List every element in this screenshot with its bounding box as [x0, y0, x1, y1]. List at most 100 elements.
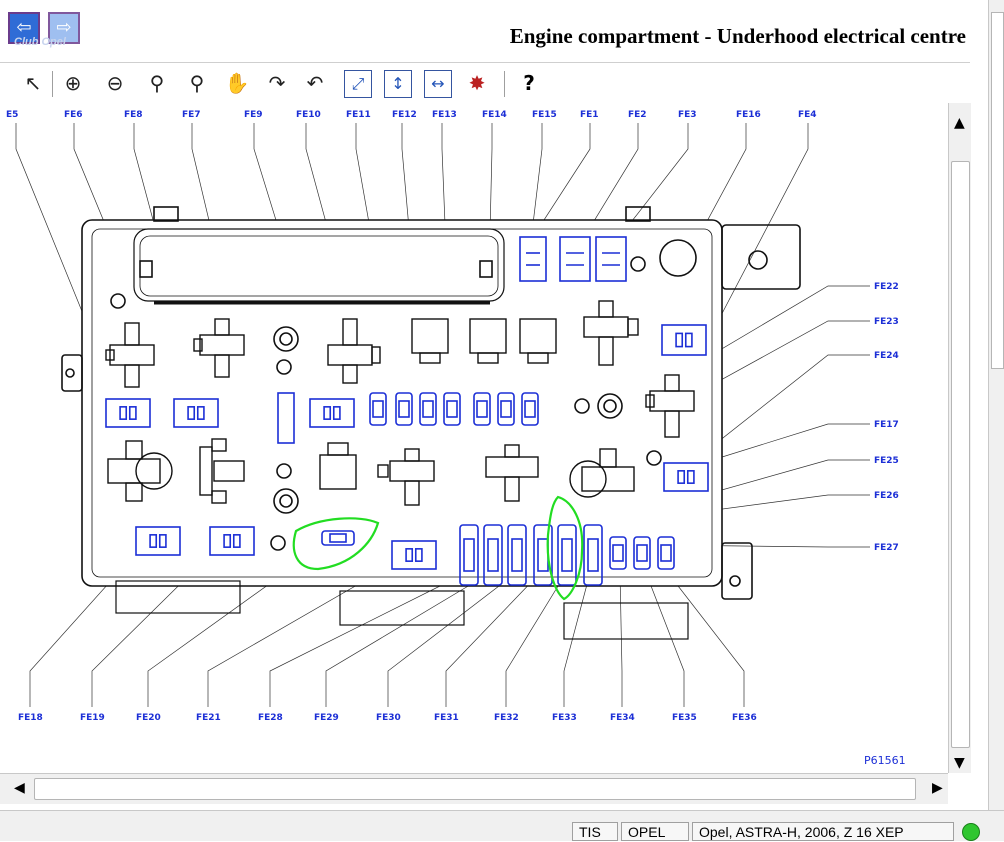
fuse-slot-pin: [414, 548, 423, 562]
back-button[interactable]: ⇦: [8, 12, 40, 44]
label-fe15: FE15: [532, 110, 557, 120]
mini-fuse-body: [476, 400, 488, 418]
horizontal-scrollbar[interactable]: ◀ ▶: [0, 773, 948, 804]
leader-line: [689, 320, 870, 398]
label-fe19: FE19: [80, 713, 105, 723]
forward-button[interactable]: ⇨: [48, 12, 80, 44]
highlight-icon[interactable]: ✸: [468, 71, 486, 95]
cartridge-fuse-body: [463, 538, 475, 572]
cartridge-fuse: [533, 524, 553, 586]
back-arrow-icon: ⇦: [16, 17, 32, 38]
highlight-fe32: [546, 495, 584, 601]
cartridge-fuse-body: [587, 538, 599, 572]
label-fe22: FE22: [874, 282, 899, 292]
fuse-slot-pin: [196, 406, 205, 420]
fuse-slot: [391, 540, 437, 570]
mini-fuse: [633, 536, 651, 570]
scroll-left-arrow-icon[interactable]: ◀: [14, 780, 25, 796]
label-fe10: FE10: [296, 110, 321, 120]
label-fe2: FE2: [628, 110, 647, 120]
fuse-slot-pin: [232, 534, 241, 548]
relays: [105, 300, 695, 506]
leader-line: [619, 572, 623, 707]
label-fe24: FE24: [874, 351, 899, 361]
label-fe35: FE35: [672, 713, 697, 723]
fuse-slot-pin: [677, 470, 686, 484]
label-fe18: FE18: [18, 713, 43, 723]
mini-fuse: [395, 392, 413, 426]
cartridge-fuse: [507, 524, 527, 586]
outer-scroll-thumb[interactable]: [991, 12, 1004, 369]
leader-line: [269, 572, 467, 707]
fuse-slot-pin: [119, 406, 128, 420]
toolbar-separator: [52, 71, 53, 97]
rotate-left-icon[interactable]: ↶: [306, 71, 324, 95]
zoom-icon[interactable]: ⚲: [149, 71, 165, 95]
label-fe34: FE34: [610, 713, 635, 723]
leader-line: [445, 572, 541, 707]
leader-line: [667, 572, 745, 707]
fuse-box-housing: [61, 206, 801, 640]
forward-arrow-icon: ⇨: [56, 17, 72, 38]
leader-line: [325, 572, 491, 707]
long-fuse: [277, 392, 295, 444]
zoom-in-icon[interactable]: ⊕: [64, 71, 82, 95]
watermark: Club Opel: [14, 36, 66, 48]
zoom-out-icon[interactable]: ⊖: [106, 71, 124, 95]
label-fe28: FE28: [258, 713, 283, 723]
mini-fuse-body: [660, 544, 672, 562]
toolbar: ↖ ⊕ ⊖ ⚲ ⚲ ✋ ↷ ↶ ⤢ ↕ ↔ ✸ ?: [0, 62, 970, 104]
fuse-slot-pin: [128, 406, 137, 420]
cartridge-fuse: [459, 524, 479, 586]
scroll-down-arrow-icon[interactable]: ▼: [954, 755, 965, 771]
rotate-right-icon[interactable]: ↷: [268, 71, 286, 95]
maxi-fuse: [519, 236, 547, 282]
fuse-slot-pin: [187, 406, 196, 420]
mini-fuse-fe29: [321, 530, 355, 546]
label-fe21: FE21: [196, 713, 221, 723]
leader-line: [715, 123, 809, 326]
fit-width-icon[interactable]: ↔: [424, 70, 452, 98]
label-fe12: FE12: [392, 110, 417, 120]
pan-hand-icon[interactable]: ✋: [224, 71, 250, 95]
mini-fuse-body: [524, 400, 536, 418]
fuse-slot: [661, 324, 707, 356]
cartridge-fuse: [583, 524, 603, 586]
highlight-markers: [292, 495, 584, 601]
leader-line: [563, 572, 591, 707]
fuse-slot-pin: [405, 548, 414, 562]
mini-fuse-body: [329, 533, 347, 543]
leader-line: [645, 572, 685, 707]
label-fe27: FE27: [874, 543, 899, 553]
zoom-window-icon[interactable]: ⚲: [189, 71, 205, 95]
fit-height-icon[interactable]: ↕: [384, 70, 412, 98]
vertical-scrollbar[interactable]: ▲ ▼: [948, 103, 971, 773]
label-fe32: FE32: [494, 713, 519, 723]
mini-fuse-body: [422, 400, 434, 418]
scroll-right-arrow-icon[interactable]: ▶: [932, 780, 943, 796]
fuses: [105, 236, 709, 586]
title-bar: ⇦ ⇨ Club Opel Engine compartment - Under…: [0, 0, 988, 62]
fuse-slot-pin: [149, 534, 158, 548]
select-pointer-icon[interactable]: ↖: [24, 71, 42, 95]
fuse-slot-pin: [684, 332, 693, 348]
horizontal-scroll-thumb[interactable]: [34, 778, 916, 800]
help-icon[interactable]: ?: [523, 71, 535, 95]
scroll-up-arrow-icon[interactable]: ▲: [954, 115, 965, 131]
cartridge-fuse-body: [511, 538, 523, 572]
label-fe1: FE1: [580, 110, 599, 120]
label-fe3: FE3: [678, 110, 697, 120]
mini-fuse-body: [500, 400, 512, 418]
fuse-slot: [309, 398, 355, 428]
diagram-ref-code: P61561: [864, 754, 906, 767]
status-system: TIS: [572, 822, 618, 841]
outer-scrollbar[interactable]: [988, 0, 1004, 810]
fit-window-icon[interactable]: ⤢: [344, 70, 372, 98]
fuse-slot-pin: [323, 406, 332, 420]
fuse-slot: [209, 526, 255, 556]
label-fe30: FE30: [376, 713, 401, 723]
vertical-scroll-thumb[interactable]: [951, 161, 970, 748]
mini-fuse: [609, 536, 627, 570]
